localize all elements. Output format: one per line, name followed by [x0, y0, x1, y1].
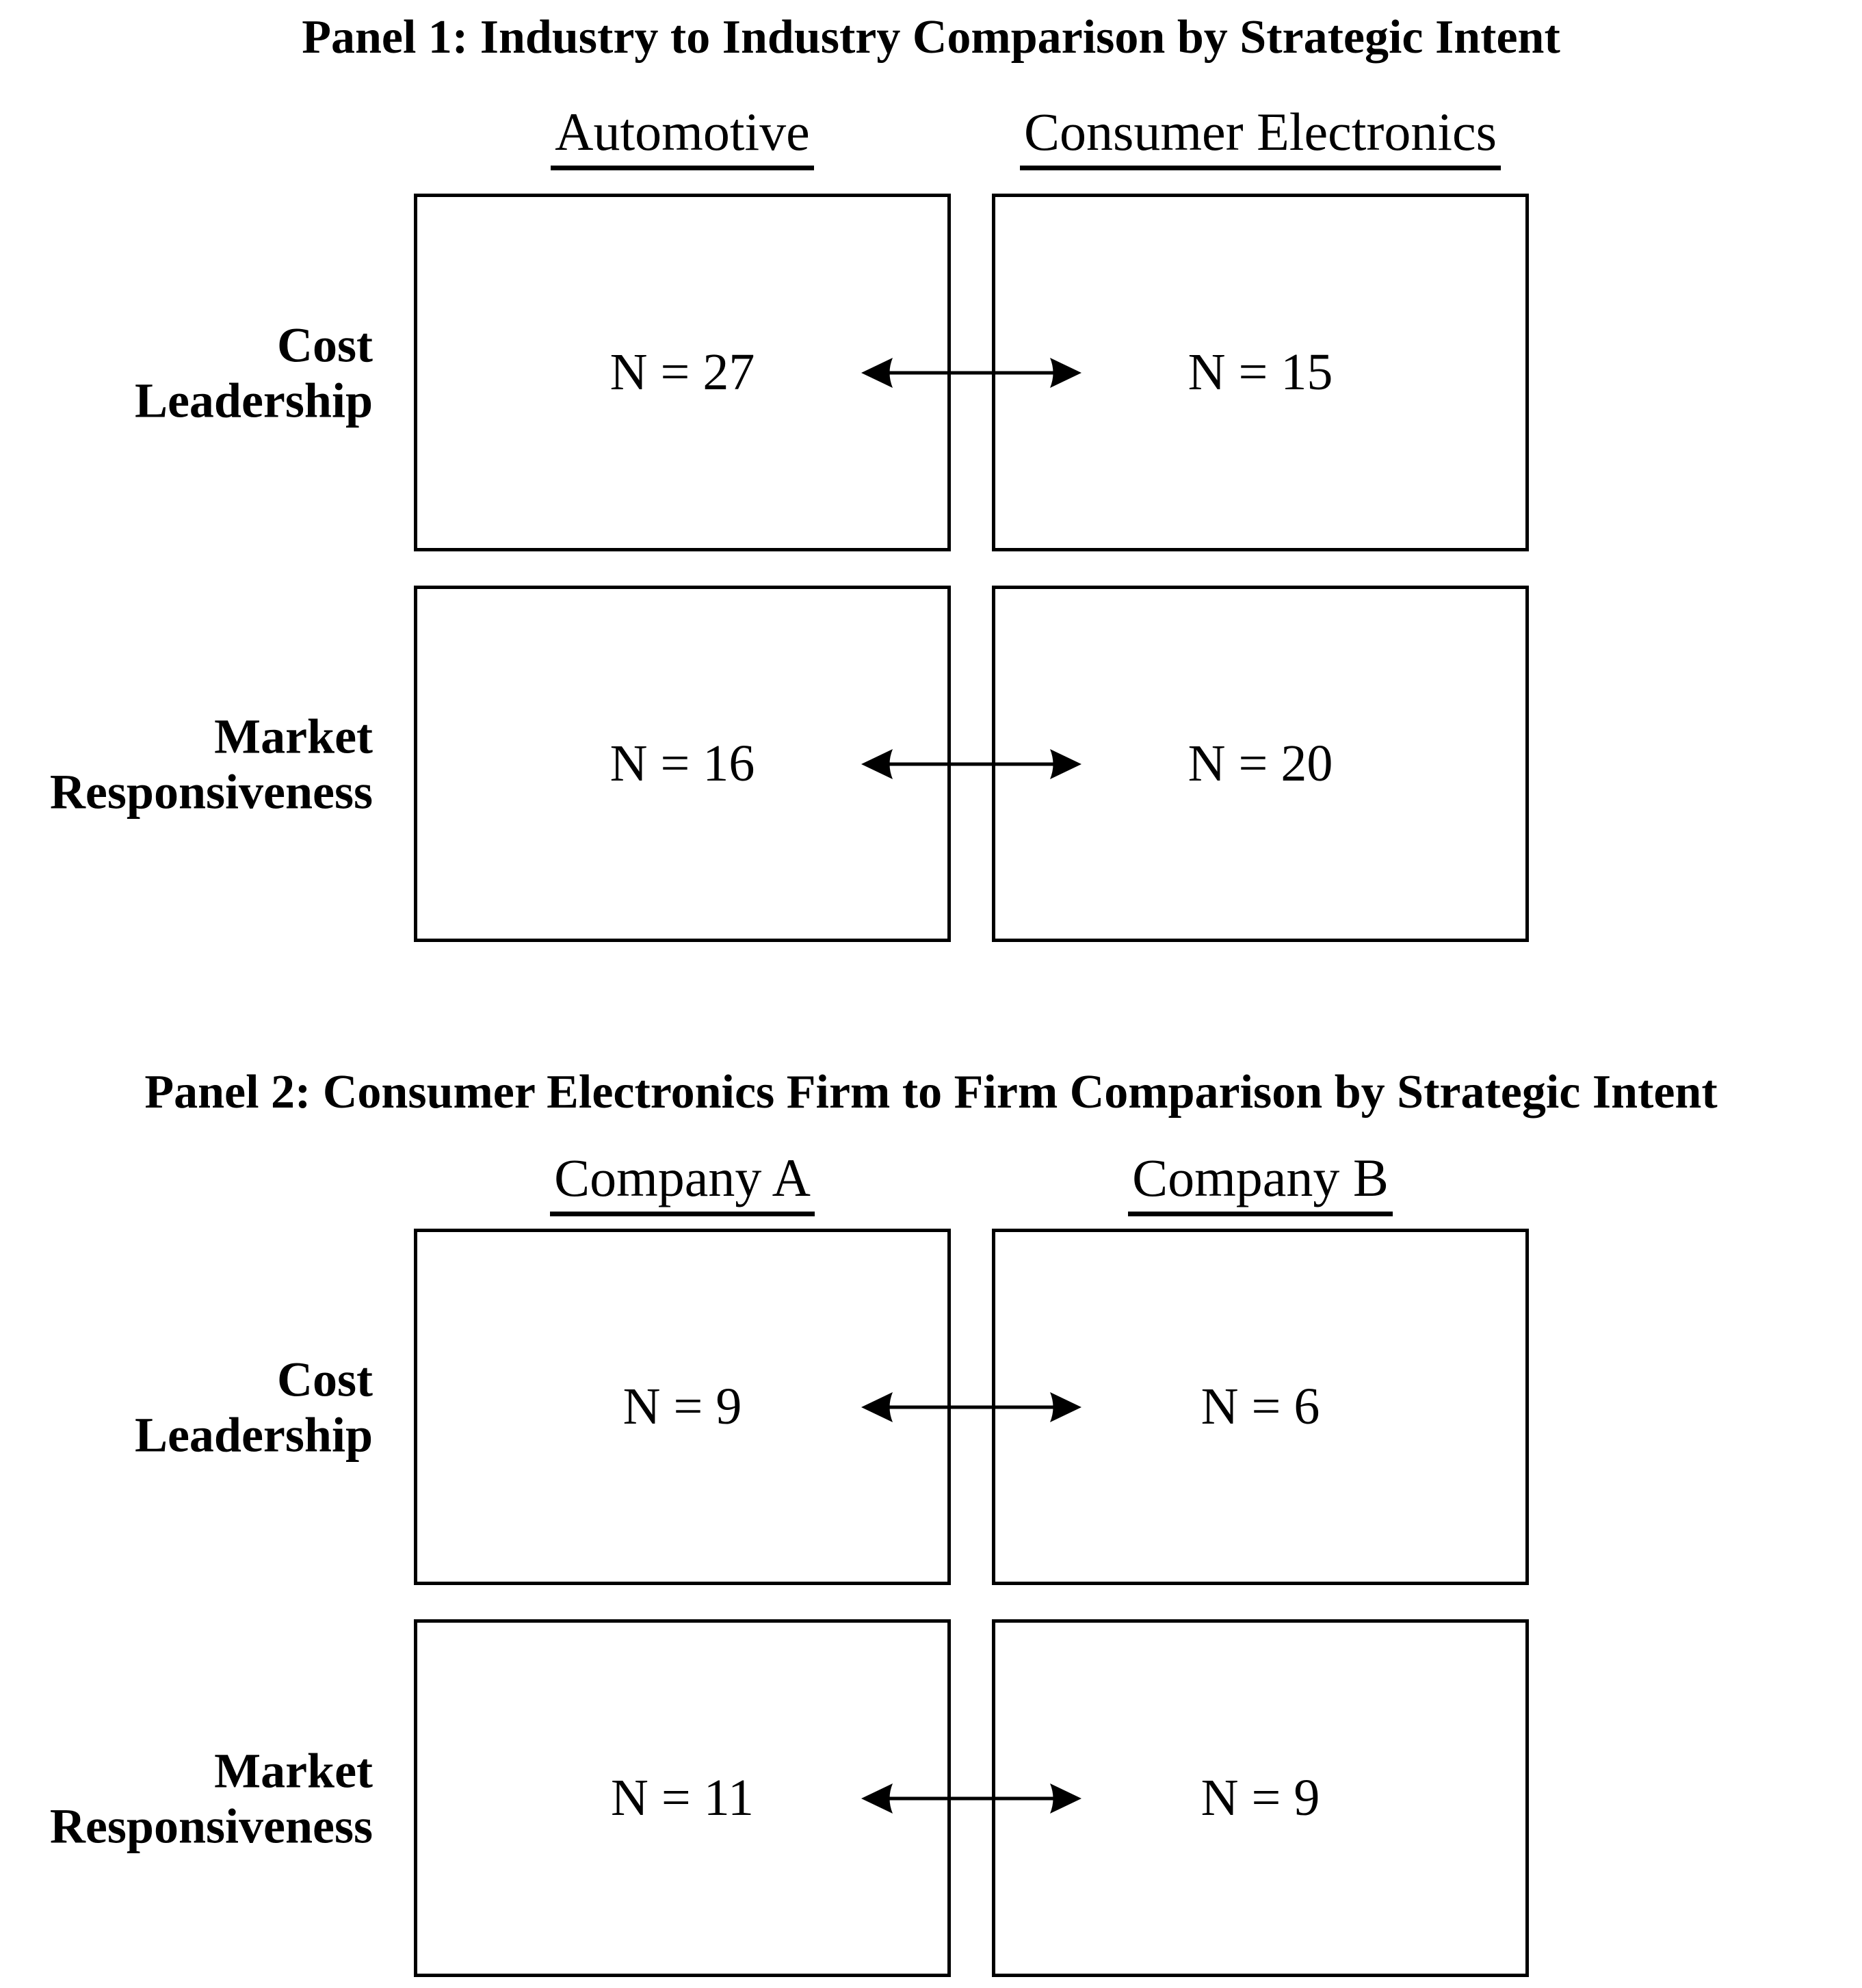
double-arrow-icon	[858, 742, 1084, 786]
sample-size-value: N = 15	[1188, 343, 1333, 401]
panel-1-box-cost-consumer-electronics: N = 15	[992, 194, 1529, 551]
sample-size-value: N = 27	[609, 343, 755, 401]
column-header-label: Company A	[550, 1146, 815, 1216]
column-header-label: Consumer Electronics	[1020, 100, 1501, 170]
sample-size-value: N = 16	[609, 735, 755, 792]
panel-1-title: Panel 1: Industry to Industry Comparison…	[302, 11, 1560, 64]
panel-2-column-header-company-a: Company A	[414, 1146, 951, 1216]
column-header-label: Company B	[1128, 1146, 1393, 1216]
panel-2-box-market-company-b: N = 9	[992, 1619, 1529, 1977]
sample-size-value: N = 6	[1201, 1378, 1320, 1435]
panel-2-row-label-cost-leadership: Cost Leadership	[134, 1352, 373, 1462]
panel-1-column-header-automotive: Automotive	[414, 100, 951, 170]
panel-1-box-market-automotive: N = 16	[414, 586, 951, 942]
sample-size-value: N = 20	[1188, 735, 1333, 792]
panel-1-box-cost-automotive: N = 27	[414, 194, 951, 551]
column-header-label: Automotive	[551, 100, 814, 170]
panel-2-box-cost-company-b: N = 6	[992, 1229, 1529, 1585]
panel-1-column-header-consumer-electronics: Consumer Electronics	[992, 100, 1529, 170]
sample-size-value: N = 9	[1201, 1769, 1320, 1827]
panel-2-box-cost-company-a: N = 9	[414, 1229, 951, 1585]
double-arrow-icon	[858, 351, 1084, 395]
panel-2-column-header-company-b: Company B	[992, 1146, 1529, 1216]
panel-2-row-label-market-responsiveness: Market Responsiveness	[49, 1743, 373, 1853]
panel-2-box-market-company-a: N = 11	[414, 1619, 951, 1977]
panel-1-row-label-cost-leadership: Cost Leadership	[134, 317, 373, 428]
panel-1-row-label-market-responsiveness: Market Responsiveness	[49, 709, 373, 819]
sample-size-value: N = 9	[622, 1378, 742, 1435]
sample-size-value: N = 11	[611, 1769, 754, 1827]
double-arrow-icon	[858, 1777, 1084, 1820]
double-arrow-icon	[858, 1385, 1084, 1429]
panel-2-title: Panel 2: Consumer Electronics Firm to Fi…	[144, 1066, 1718, 1119]
